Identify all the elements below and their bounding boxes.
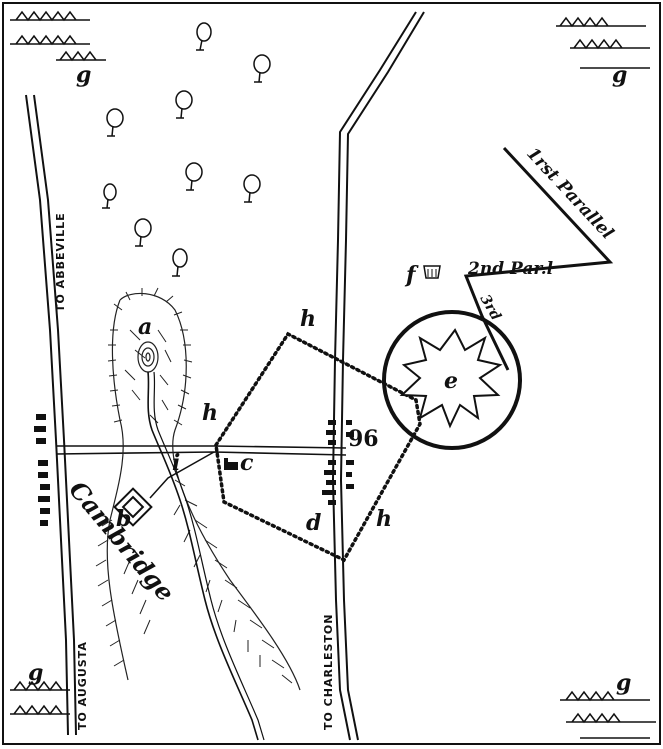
road-charleston [331, 11, 425, 741]
letter-i: i [172, 450, 180, 476]
label-first-parallel: 1rst Parallel [522, 144, 617, 244]
building-c [224, 458, 238, 470]
letter-h-top: h [300, 306, 316, 332]
label-to-charleston: TO CHARLESTON [322, 614, 335, 730]
label-to-augusta: TO AUGUSTA [76, 641, 89, 730]
siege-parallels [463, 146, 614, 371]
marsh-symbols [10, 10, 656, 739]
village-west [34, 414, 50, 526]
label-96: 96 [348, 426, 379, 452]
letter-e: e [444, 368, 458, 394]
letter-d-village: d [306, 510, 321, 536]
letter-g-bottom-right: g [616, 670, 631, 696]
village-road [149, 451, 215, 499]
ridge-hill [95, 287, 301, 691]
road-west [25, 94, 77, 736]
star-fort-e [382, 310, 522, 450]
trees [102, 22, 271, 277]
stream-bank [153, 371, 265, 741]
letter-g-bottom-left: g [28, 660, 43, 686]
label-cambridge: Cambridge [63, 475, 180, 607]
letter-a-hill: a [138, 314, 152, 340]
redoubt-f-hatch [427, 269, 437, 277]
letter-f: f [404, 262, 419, 288]
letter-h-right: h [376, 506, 392, 532]
fort-b [113, 487, 153, 527]
letter-g-top-right: g [612, 62, 627, 88]
letter-b: b [116, 506, 131, 532]
stockade-inner [215, 333, 417, 446]
village-96 [322, 420, 354, 505]
stream [147, 371, 259, 741]
letter-g-top-left: g [76, 62, 91, 88]
letter-h-left: h [202, 400, 218, 426]
label-to-abbeville: TO ABBEVILLE [54, 212, 67, 312]
label-second-parallel: 2nd Par.l [467, 259, 554, 279]
letter-c: c [240, 450, 254, 476]
cross-road [55, 445, 347, 456]
